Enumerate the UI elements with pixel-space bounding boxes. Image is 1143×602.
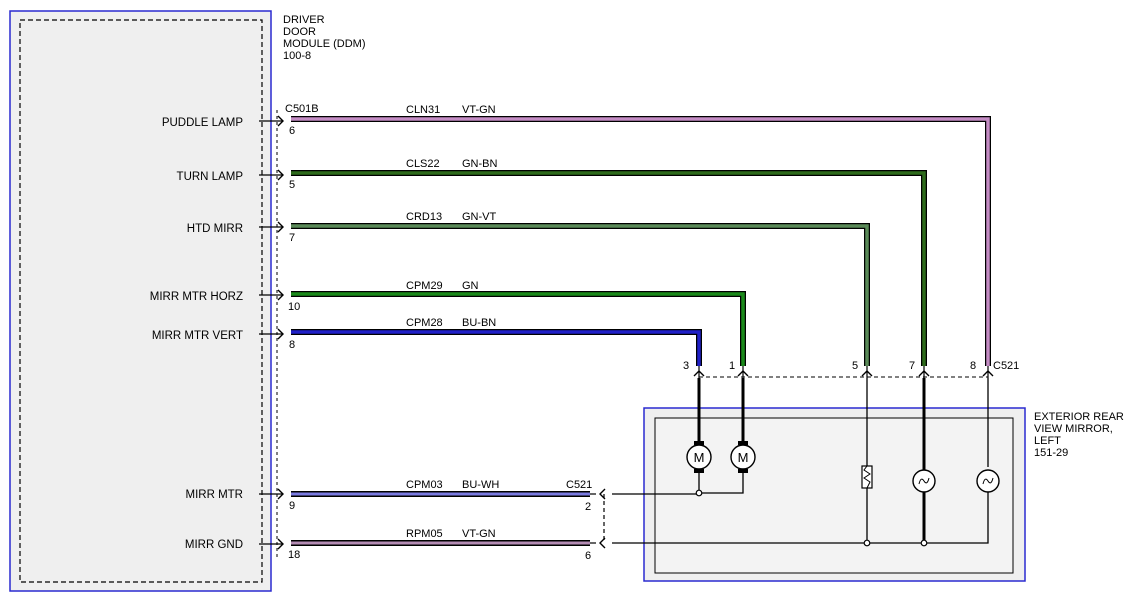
- mirror-title: EXTERIOR REAR VIEW MIRROR, LEFT 151-29: [1034, 411, 1124, 459]
- mirror-title-line: LEFT: [1034, 435, 1061, 447]
- ddm-title-line: MODULE (DDM): [283, 38, 366, 50]
- signal-label-mirr-mtr-horz: MIRR MTR HORZ: [150, 291, 243, 303]
- ddm-pin-number: 18: [288, 549, 300, 561]
- ground-junction: [920, 539, 928, 547]
- wire-color-code: BU-WH: [462, 479, 499, 491]
- driver-door-module: [9, 10, 278, 592]
- ddm-outer-border: [9, 10, 272, 592]
- ddm-pin-number: 6: [289, 125, 295, 137]
- ddm-internal-leads: [259, 120, 283, 545]
- connector-label-mirror-left: C521: [566, 479, 592, 491]
- mirror-pin-number: 7: [909, 360, 915, 372]
- mirror-connector-top: 3 1 5 7 8 C521: [683, 360, 1019, 378]
- mirror-pin-number: 1: [729, 360, 735, 372]
- mirror-title-line: EXTERIOR REAR: [1034, 411, 1124, 423]
- wire-color-code: BU-BN: [462, 317, 496, 329]
- mirror-pin-number: 5: [852, 360, 858, 372]
- puddle-lamp-bulb: [924, 469, 1000, 544]
- wire-mirr-mtr-horz: [291, 292, 745, 366]
- ddm-pin-number: 7: [289, 232, 295, 244]
- signal-label-mirr-gnd: MIRR GND: [185, 539, 243, 551]
- signal-label-htd-mirr: HTD MIRR: [187, 223, 243, 235]
- mirror-title-line: VIEW MIRROR,: [1034, 423, 1113, 435]
- wire-color-code: GN-VT: [462, 211, 497, 223]
- wire-mirr-mtr-vert: [291, 330, 701, 366]
- wire-turn-lamp: [291, 171, 926, 366]
- wire-mirr-mtr-vert-outline: [291, 329, 702, 366]
- wire-color-code: VT-GN: [462, 104, 496, 116]
- connector-label-mirror-top: C521: [993, 360, 1019, 372]
- wire-puddle-lamp: [291, 117, 990, 366]
- heater-element: [861, 465, 873, 541]
- mirror-pin-number: 3: [683, 360, 689, 372]
- circuit-labels: CLN31 VT-GN CLS22 GN-BN CRD13 GN-VT CPM2…: [406, 104, 499, 540]
- circuit-id: CRD13: [406, 211, 442, 223]
- motor-symbol: M: [738, 450, 749, 465]
- signal-label-mirr-mtr: MIRR MTR: [186, 489, 244, 501]
- motor-vertical: M: [686, 441, 712, 493]
- ddm-title-line: 100-8: [283, 50, 311, 62]
- ddm-connector-chevrons: [277, 115, 284, 550]
- mirror-pin-number: 6: [585, 550, 591, 562]
- wire-htd-mirr: [291, 224, 869, 366]
- ddm-title-line: DOOR: [283, 26, 316, 38]
- circuit-id: CLS22: [406, 158, 440, 170]
- wires: [291, 116, 991, 546]
- ddm-pin-number: 5: [289, 179, 295, 191]
- circuit-id: CLN31: [406, 104, 440, 116]
- wire-color-code: VT-GN: [462, 528, 496, 540]
- mirror-connector-left: C521 2 6: [566, 479, 606, 562]
- circuit-id: CPM28: [406, 317, 443, 329]
- signal-label-mirr-mtr-vert: MIRR MTR VERT: [152, 330, 243, 342]
- ddm-pin-numbers: 6 5 7 10 8 9 18: [288, 125, 300, 561]
- ground-junction: [863, 539, 871, 547]
- motor-common-junction: [695, 489, 703, 497]
- mirror-pin-number: 2: [585, 501, 591, 513]
- motor-horizontal: M: [699, 441, 756, 494]
- ddm-inner-dashed: [19, 19, 263, 583]
- wire-turn-lamp-outline: [291, 170, 927, 366]
- wire-color-code: GN-BN: [462, 158, 498, 170]
- circuit-id: CPM29: [406, 280, 443, 292]
- turn-lamp-bulb: [912, 469, 936, 541]
- ddm-title: DRIVER DOOR MODULE (DDM) 100-8: [283, 14, 366, 62]
- signal-label-turn-lamp: TURN LAMP: [177, 171, 244, 183]
- circuit-id: CPM03: [406, 479, 443, 491]
- ddm-pin-number: 9: [289, 500, 295, 512]
- signal-label-puddle-lamp: PUDDLE LAMP: [162, 117, 243, 129]
- mirror-title-line: 151-29: [1034, 447, 1068, 459]
- circuit-id: RPM05: [406, 528, 443, 540]
- ddm-title-line: DRIVER: [283, 14, 325, 26]
- wire-color-code: GN: [462, 280, 479, 292]
- ddm-signal-labels: PUDDLE LAMP TURN LAMP HTD MIRR MIRR MTR …: [150, 117, 244, 551]
- mirror-pin-number: 8: [970, 360, 976, 372]
- mirror-inner-border: [654, 417, 1014, 574]
- connector-label-ddm: C501B: [285, 103, 319, 115]
- motor-symbol: M: [694, 450, 705, 465]
- ddm-pin-number: 8: [289, 339, 295, 351]
- exterior-mirror: M M: [612, 378, 1026, 582]
- wire-puddle-lamp-outline: [291, 116, 991, 366]
- ddm-pin-number: 10: [288, 301, 300, 313]
